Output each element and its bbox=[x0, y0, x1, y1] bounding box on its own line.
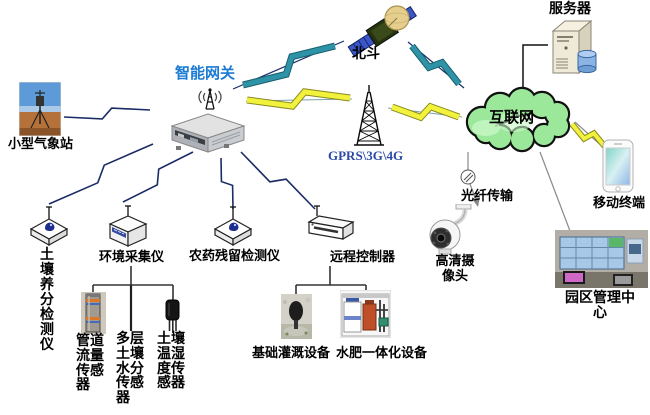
irrigation-label: 基础灌溉设备 bbox=[252, 345, 331, 360]
server-icon bbox=[545, 17, 603, 79]
pesticide-label: 农药残留检测仪 bbox=[189, 248, 281, 263]
internet-cloud-icon bbox=[454, 80, 580, 158]
camera-icon bbox=[425, 203, 475, 256]
gateway-label: 智能网关 bbox=[175, 66, 236, 82]
satellite-icon bbox=[342, 5, 422, 57]
pesticide-device-icon bbox=[208, 203, 258, 249]
soil-temp-sensor-icon bbox=[163, 298, 182, 335]
weather-station-label: 小型气象站 bbox=[8, 136, 74, 151]
fiber-node-icon bbox=[459, 168, 477, 186]
cellular-label: GPRS\3G\4G bbox=[328, 148, 404, 163]
internet-label: 互联网 bbox=[489, 110, 535, 126]
phone-icon bbox=[601, 139, 637, 194]
weather-station-photo bbox=[18, 81, 62, 137]
fertigation-label: 水肥一体化设备 bbox=[336, 345, 428, 360]
remote-controller-label: 远程控制器 bbox=[330, 249, 396, 265]
soil-nutrient-label: 土壤养分检测仪 bbox=[40, 248, 54, 353]
antenna-icon bbox=[198, 84, 222, 111]
soil-moisture-sensor-label: 多层土壤水分传感器 bbox=[116, 332, 144, 407]
server-label: 服务器 bbox=[549, 2, 591, 17]
cell-tower-icon bbox=[348, 84, 390, 148]
gateway-device-icon bbox=[166, 108, 250, 154]
soil-nutrient-device-icon bbox=[25, 203, 73, 249]
env-collector-label: 环境采集仪 bbox=[99, 249, 165, 265]
soil-temp-sensor-label: 土壤温湿度传感器 bbox=[157, 332, 185, 392]
env-collector-device-icon bbox=[105, 203, 151, 251]
pipe-flow-sensor-label: 管道流量传感器 bbox=[76, 334, 104, 394]
pipe-flow-sensor-photo bbox=[81, 292, 106, 334]
fiber-label: 光纤传输 bbox=[461, 188, 514, 203]
camera-label: 高清摄像头 bbox=[435, 253, 475, 283]
satellite-label: 北斗 bbox=[352, 47, 380, 62]
remote-controller-device-icon bbox=[305, 203, 357, 249]
irrigation-equipment-photo bbox=[281, 294, 312, 339]
mobile-terminal-label: 移动终端 bbox=[593, 195, 646, 210]
control-center-label: 园区管理中心 bbox=[565, 291, 635, 322]
control-room-photo bbox=[555, 230, 648, 288]
fertigation-equipment-photo bbox=[339, 289, 392, 339]
